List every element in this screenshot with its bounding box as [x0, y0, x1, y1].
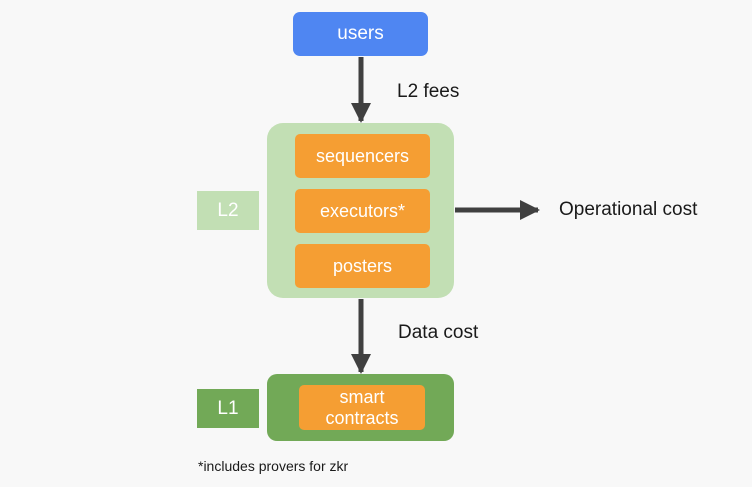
operational-cost-label: Operational cost — [559, 199, 698, 220]
footnote: *includes provers for zkr — [198, 458, 349, 474]
data-cost-label: Data cost — [398, 322, 479, 343]
smart-contracts-node: smart contracts — [299, 385, 425, 430]
l2-label: L2 — [197, 191, 259, 230]
executors-node: executors* — [295, 189, 430, 233]
l1-label: L1 — [197, 389, 259, 428]
users-node: users — [293, 12, 428, 56]
posters-node: posters — [295, 244, 430, 288]
l2-fees-label: L2 fees — [397, 81, 460, 102]
sequencers-node: sequencers — [295, 134, 430, 178]
